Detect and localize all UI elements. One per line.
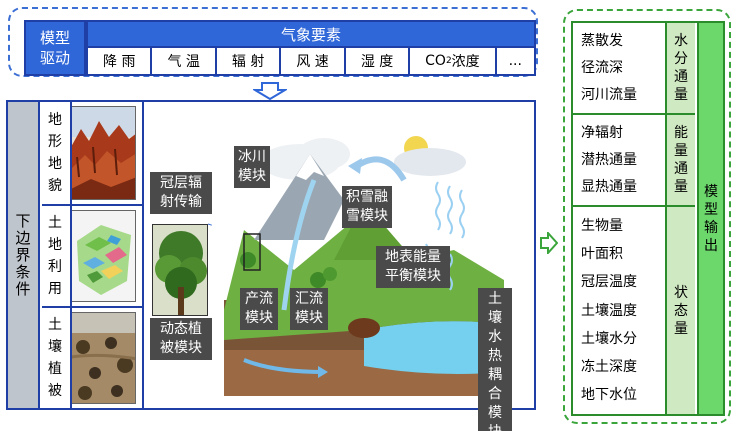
output-item: 叶面积 bbox=[581, 246, 623, 263]
confluence-module-text: 汇流模块 bbox=[295, 291, 323, 326]
terrain-image bbox=[70, 106, 136, 200]
model-output-table: 蒸散发 径流深 河川流量 水分通量 净辐射 潜热通量 显热通量 能量通量 生物量… bbox=[571, 21, 725, 416]
co2-suffix: 浓度 bbox=[451, 54, 480, 70]
model-output-title-text: 模型输出 bbox=[704, 183, 718, 254]
output-item: 土壤水分 bbox=[581, 330, 637, 347]
right-arrow-icon bbox=[540, 232, 558, 254]
model-driving-label-line2: 驱动 bbox=[39, 49, 70, 67]
model-driving-label: 模型 驱动 bbox=[26, 22, 86, 74]
output-item: 地下水位 bbox=[581, 386, 637, 403]
co2-subscript: 2 bbox=[445, 56, 452, 66]
energy-flux-label: 能量通量 bbox=[674, 125, 688, 195]
output-group-state-variables: 生物量 叶面积 冠层温度 土壤温度 土壤水分 冻土深度 地下水位 bbox=[573, 207, 665, 414]
lower-boundary-label-text: 下边界条件 bbox=[13, 212, 32, 298]
surface-energy-module-label: 地表能量平衡模块 bbox=[376, 246, 450, 288]
runoff-module-label: 产流模块 bbox=[240, 288, 278, 330]
output-item: 生物量 bbox=[581, 218, 623, 235]
output-item: 蒸散发 bbox=[581, 33, 623, 49]
water-flux-label: 水分通量 bbox=[674, 33, 688, 103]
output-category-energy-flux: 能量通量 bbox=[665, 115, 695, 207]
boundary-divider-right bbox=[142, 102, 144, 408]
model-output-title: 模型输出 bbox=[697, 23, 723, 414]
output-group-water-flux: 蒸散发 径流深 河川流量 bbox=[573, 23, 665, 115]
model-output-panel: 蒸散发 径流深 河川流量 水分通量 净辐射 潜热通量 显热通量 能量通量 生物量… bbox=[563, 9, 731, 424]
co2-label: CO bbox=[425, 53, 446, 69]
boundary-row-soil-vegetation-name: 土壤植被 bbox=[42, 308, 68, 408]
dynamic-vegetation-label: 动态植被模块 bbox=[150, 318, 212, 360]
surface-energy-module-text: 地表能量平衡模块 bbox=[385, 249, 441, 284]
factor-humidity: 湿 度 bbox=[345, 48, 409, 74]
output-category-state-variables: 状态量 bbox=[665, 207, 695, 414]
confluence-module-label: 汇流模块 bbox=[290, 288, 328, 330]
snowmelt-module-label: 积雪融雪模块 bbox=[342, 186, 392, 228]
boundary-divider bbox=[70, 102, 72, 408]
canopy-tree-image bbox=[152, 224, 208, 316]
boundary-row-terrain-name: 地形地貌 bbox=[42, 102, 68, 204]
boundary-row-land-use: 土地利用 bbox=[42, 206, 144, 308]
output-item: 冠层温度 bbox=[581, 274, 637, 291]
boundary-row-land-use-name: 土地利用 bbox=[42, 206, 68, 306]
factor-radiation: 辐 射 bbox=[216, 48, 280, 74]
runoff-module-text: 产流模块 bbox=[245, 291, 273, 326]
dynamic-vegetation-text: 动态植被模块 bbox=[160, 321, 202, 356]
down-arrow-icon bbox=[253, 82, 287, 100]
factor-rainfall: 降 雨 bbox=[88, 48, 151, 74]
terrain-label: 地形地貌 bbox=[48, 112, 62, 194]
soil-hydrothermal-module-label: 土壤水热耦合模块 bbox=[478, 288, 512, 431]
canopy-radiation-label: 冠层辐射传输 bbox=[150, 172, 212, 214]
land-use-label: 土地利用 bbox=[48, 215, 62, 297]
factor-wind-speed: 风 速 bbox=[281, 48, 344, 74]
output-item: 河川流量 bbox=[581, 87, 637, 103]
output-item: 潜热通量 bbox=[581, 152, 637, 168]
factor-more: ... bbox=[496, 48, 535, 74]
boundary-row-terrain: 地形地貌 bbox=[42, 102, 144, 206]
output-item: 径流深 bbox=[581, 60, 623, 76]
glacier-module-text: 冰川模块 bbox=[238, 149, 266, 184]
model-driving-label-line1: 模型 bbox=[39, 29, 70, 47]
meteorological-elements-title: 气象要素 bbox=[88, 22, 534, 46]
output-group-energy-flux: 净辐射 潜热通量 显热通量 bbox=[573, 115, 665, 207]
soil-vegetation-image bbox=[70, 312, 136, 404]
lower-boundary-label: 下边界条件 bbox=[8, 102, 40, 408]
soil-hydrothermal-module-text: 土壤水热耦合模块 bbox=[488, 291, 502, 431]
lower-boundary-panel: 下边界条件 地形地貌 土地利用 bbox=[6, 100, 536, 431]
boundary-row-soil-vegetation: 土壤植被 bbox=[42, 308, 144, 408]
factor-temperature: 气 温 bbox=[152, 48, 215, 74]
canopy-radiation-text: 冠层辐射传输 bbox=[160, 175, 202, 210]
output-item: 显热通量 bbox=[581, 179, 637, 195]
output-category-water-flux: 水分通量 bbox=[665, 23, 695, 115]
state-variables-label: 状态量 bbox=[674, 284, 688, 337]
soil-vegetation-label: 土壤植被 bbox=[48, 317, 62, 399]
output-item: 土壤温度 bbox=[581, 302, 637, 319]
snowmelt-module-text: 积雪融雪模块 bbox=[346, 189, 388, 224]
glacier-module-label: 冰川模块 bbox=[234, 146, 270, 188]
output-item: 净辐射 bbox=[581, 125, 623, 141]
output-item: 冻土深度 bbox=[581, 358, 637, 375]
land-use-image bbox=[70, 210, 136, 302]
